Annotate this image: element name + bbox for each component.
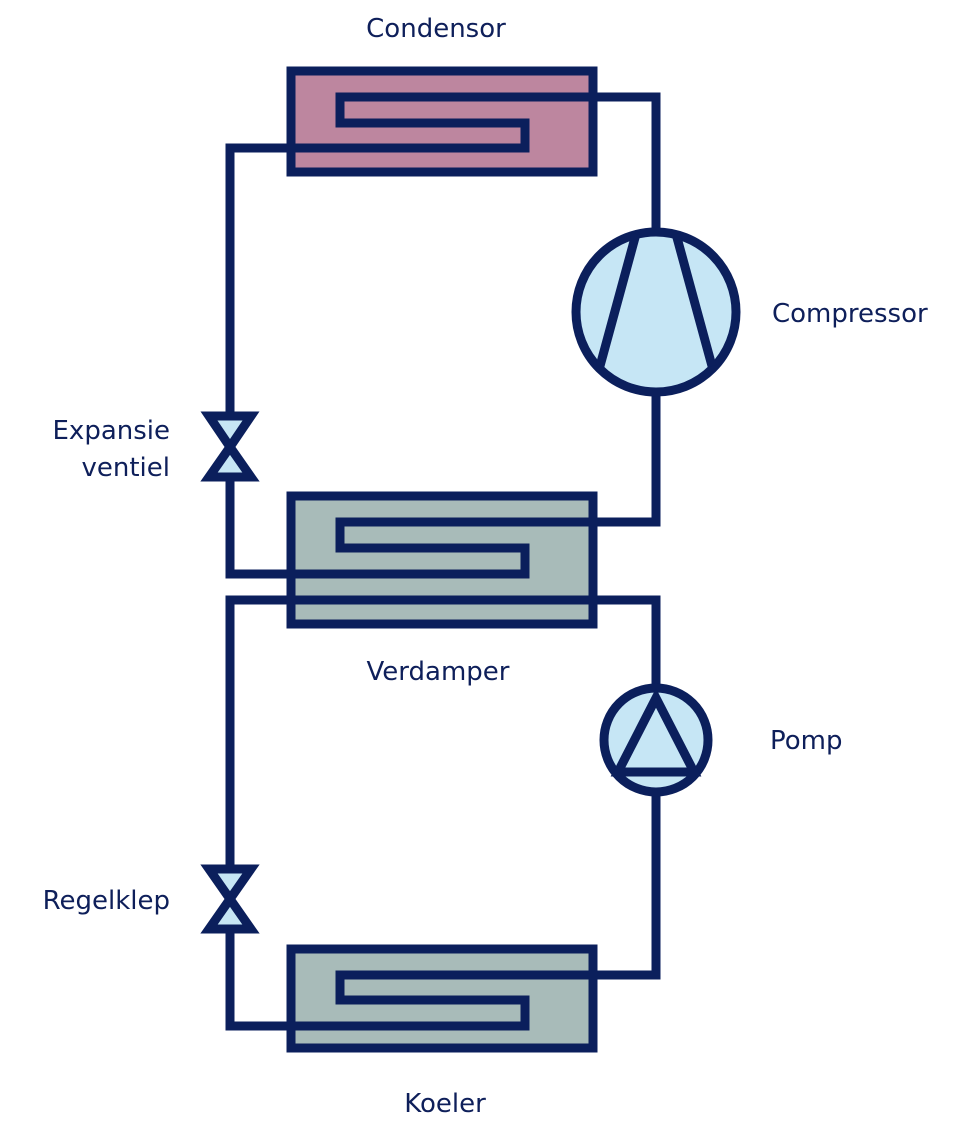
label-ventiel: ventiel bbox=[82, 453, 171, 483]
koeler bbox=[286, 944, 598, 1053]
regelklep-valve bbox=[200, 864, 260, 934]
label-pomp: Pomp bbox=[770, 726, 843, 756]
compressor-blade-left bbox=[595, 232, 641, 368]
pipe-regelklep-to-koeler bbox=[225, 925, 297, 1031]
pomp bbox=[599, 683, 713, 797]
expansion-valve-bottom-triangle bbox=[200, 439, 260, 482]
pipe-condensor-to-compressor bbox=[587, 92, 661, 237]
label-expansie: Expansie bbox=[53, 416, 171, 446]
regelklep-bottom-triangle bbox=[200, 891, 260, 934]
condensor-coil bbox=[286, 92, 598, 153]
label-condensor: Condensor bbox=[366, 14, 506, 44]
verdamper-coil bbox=[286, 517, 598, 579]
pipe-verdamper-to-regelklep bbox=[225, 595, 661, 873]
compressor-circle bbox=[571, 227, 741, 397]
pump-triangle bbox=[610, 688, 702, 777]
expansion-valve-top-triangle bbox=[200, 411, 260, 456]
pipe-compressor-to-verdamper bbox=[587, 388, 661, 527]
expansion-valve bbox=[200, 411, 260, 482]
label-verdamper: Verdamper bbox=[367, 657, 510, 687]
pipe-koeler-to-pomp bbox=[587, 788, 661, 980]
pipe-expansion-valve-to-verdamper bbox=[225, 473, 297, 579]
condensor bbox=[286, 66, 598, 177]
koeler-coil bbox=[286, 970, 598, 1031]
verdamper bbox=[286, 491, 598, 629]
verdamper-box bbox=[286, 491, 598, 629]
pipe-condensor-to-expansion-valve bbox=[225, 143, 297, 420]
regelklep-top-triangle bbox=[200, 864, 260, 907]
compressor bbox=[571, 227, 741, 397]
label-koeler: Koeler bbox=[404, 1089, 486, 1119]
compressor-blade-right bbox=[671, 232, 717, 368]
label-regelklep: Regelklep bbox=[43, 886, 170, 916]
label-compressor: Compressor bbox=[772, 299, 928, 329]
